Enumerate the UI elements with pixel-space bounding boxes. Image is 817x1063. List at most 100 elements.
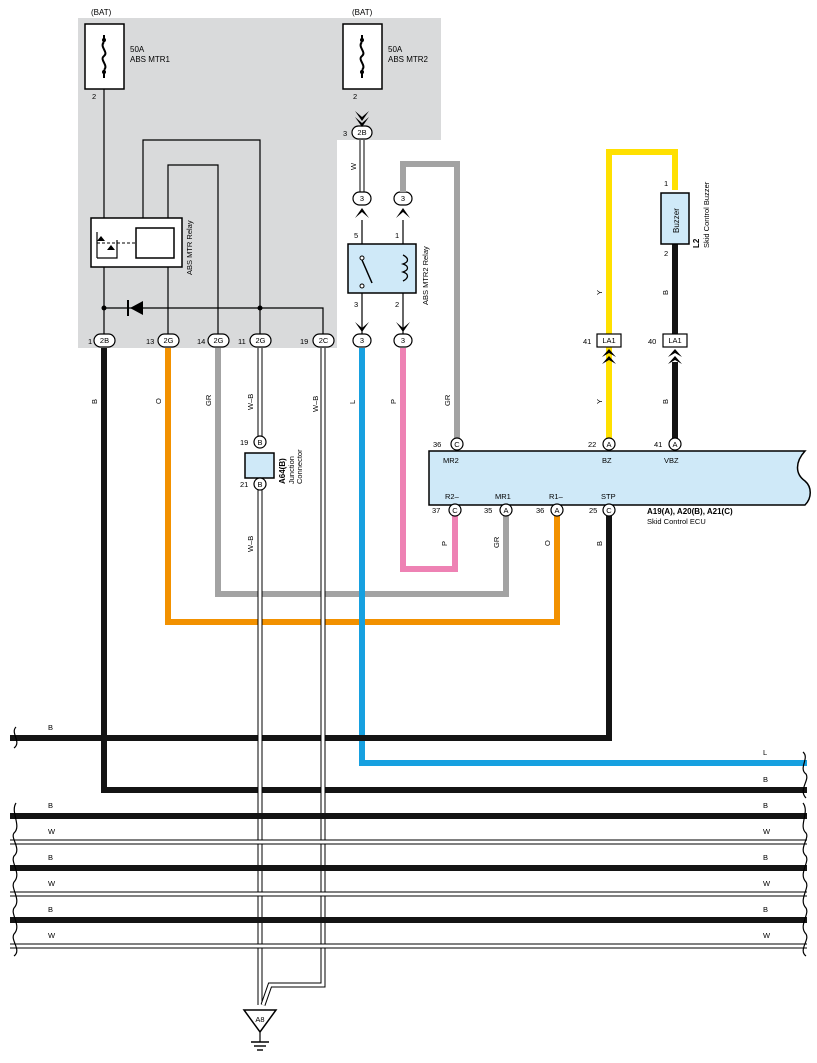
svg-text:2: 2 [395,300,399,309]
svg-text:LA1: LA1 [602,336,615,345]
svg-text:36: 36 [536,506,544,515]
svg-text:W–B: W–B [246,536,255,552]
svg-text:P: P [389,399,398,404]
svg-text:O: O [154,398,163,404]
svg-text:37: 37 [432,506,440,515]
svg-text:W–B: W–B [246,394,255,410]
svg-text:B: B [48,905,53,914]
svg-text:35: 35 [484,506,492,515]
svg-text:A: A [503,506,508,515]
connector-2B-bottom: 1 2B [88,333,116,348]
svg-text:B: B [763,801,768,810]
connector-2C-19: 19 2C [300,333,335,348]
connector-3-right-top: 3 [393,191,413,218]
svg-text:Y: Y [595,399,604,404]
svg-text:R1–: R1– [549,492,564,501]
abs-mtr2-relay: 5 1 3 2 ABS MTR2 Relay [347,220,430,334]
svg-text:VBZ: VBZ [664,456,679,465]
svg-text:40: 40 [648,337,656,346]
svg-text:2G: 2G [163,336,173,345]
svg-text:L: L [763,748,767,757]
svg-text:W: W [763,931,771,940]
fuse2-rating: 50A [388,45,403,54]
svg-text:5: 5 [354,231,358,240]
svg-text:2B: 2B [100,336,109,345]
svg-text:C: C [606,506,612,515]
ecu-pin-r2: R2– 37 C [432,492,462,517]
junction-connector-a64: B B 19 21 A64(B) Junction Connector [240,435,304,491]
ecu-codes: A19(A), A20(B), A21(C) [647,507,733,516]
ecu-pin-mr2: 36 C MR2 [433,437,464,465]
svg-text:A64(B): A64(B) [278,458,287,484]
svg-text:B: B [763,905,768,914]
ecu-name: Skid Control ECU [647,517,706,526]
fuse-abs-mtr2: (BAT) 50A ABS MTR2 2 [342,8,429,101]
svg-text:A: A [672,440,677,449]
fuse-abs-mtr1: (BAT) 50A ABS MTR1 2 [84,8,171,101]
svg-text:25: 25 [589,506,597,515]
svg-text:11: 11 [238,337,246,346]
panel-bottom-connectors: 1 2B 13 2G 14 2G 11 2G 19 2C 3 [88,322,413,348]
connector-2G-14: 14 2G [197,333,230,348]
svg-text:O: O [543,540,552,546]
fuse2-name: ABS MTR2 [388,55,429,64]
ecu-pin-r1: R1– 36 A [536,492,564,517]
abs-mtr2-relay-label: ABS MTR2 Relay [421,246,430,305]
svg-text:13: 13 [146,337,154,346]
svg-text:MR1: MR1 [495,492,511,501]
svg-text:W: W [763,879,771,888]
diode-icon [127,300,143,316]
svg-text:Connector: Connector [295,449,304,484]
svg-text:36: 36 [433,440,441,449]
svg-text:W–B: W–B [311,396,320,412]
svg-text:2C: 2C [319,336,329,345]
abs-mtr-relay-label: ABS MTR Relay [185,220,194,275]
connector-la1-y: 41 LA1 [583,333,622,364]
buzzer-text: Buzzer [672,208,681,233]
svg-text:W: W [763,827,771,836]
fuse1-rating: 50A [130,45,145,54]
ecu-pin-vbz: 41 A VBZ [654,437,682,465]
svg-text:21: 21 [240,480,248,489]
wire-b-left [101,348,807,793]
svg-text:L: L [348,400,357,404]
ecu-pin-bz: 22 A BZ [588,437,616,465]
connector-2G-13: 13 2G [146,333,180,348]
svg-text:STP: STP [601,492,616,501]
wire-b-stp [10,516,612,741]
panel-junction-dots [101,305,263,311]
svg-text:MR2: MR2 [443,456,459,465]
skid-control-buzzer: Buzzer 1 2 L2 Skid Control Buzzer [606,149,711,440]
svg-text:Junction: Junction [287,456,296,484]
svg-text:3: 3 [360,336,364,345]
svg-text:14: 14 [197,337,205,346]
buzzer-label: Skid Control Buzzer [702,181,711,248]
abs-mtr-relay: ABS MTR Relay [90,217,194,275]
wire-wb-pair [257,348,326,1006]
connector-2B-top: 3 2B [343,111,373,140]
svg-text:1: 1 [664,179,668,188]
buzzer-code: L2 [692,238,701,248]
svg-text:22: 22 [588,440,596,449]
svg-text:3: 3 [360,194,364,203]
svg-text:B: B [763,853,768,862]
svg-text:A: A [554,506,559,515]
svg-text:B: B [661,399,670,404]
svg-text:B: B [48,723,53,732]
svg-text:R2–: R2– [445,492,460,501]
svg-text:3: 3 [354,300,358,309]
ground-a8: A8 [242,1009,278,1051]
svg-text:B: B [661,290,670,295]
fuse1-name: ABS MTR1 [130,55,171,64]
fuse1-source: (BAT) [91,8,112,17]
wire-p [400,348,458,572]
svg-text:LA1: LA1 [668,336,681,345]
svg-text:2: 2 [664,249,668,258]
svg-text:1: 1 [88,337,92,346]
fuse2-source: (BAT) [352,8,373,17]
svg-text:B: B [763,775,768,784]
connector-2B-top-pin: 3 [343,129,347,138]
svg-text:19: 19 [240,438,248,447]
svg-text:W: W [48,879,56,888]
